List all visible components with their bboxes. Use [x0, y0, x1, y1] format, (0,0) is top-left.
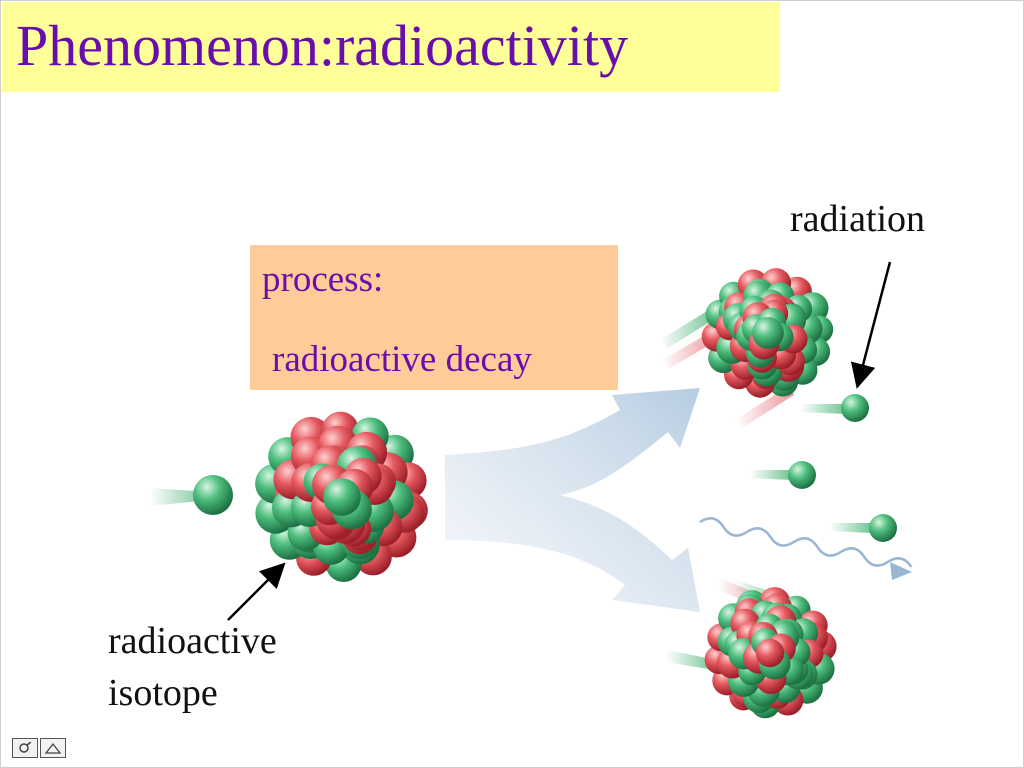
- incoming-neutron: [150, 475, 233, 515]
- emitted-neutron-3: [830, 514, 897, 542]
- emitted-neutron-1: [800, 394, 869, 422]
- split-arrow: [445, 388, 700, 612]
- parent-nucleus: [255, 412, 428, 582]
- radiation-label: radiation: [790, 196, 925, 242]
- process-label: process:: [262, 258, 383, 302]
- isotope-label-line2: isotope: [108, 670, 218, 716]
- isotope-pointer-arrow: [228, 566, 282, 620]
- radiation-pointer-arrow: [858, 262, 890, 384]
- pen-icon[interactable]: [12, 738, 38, 758]
- emitted-neutron-2: [750, 461, 816, 489]
- neutron-sphere: [752, 317, 784, 349]
- slide-nav-controls: [12, 738, 68, 760]
- proton-sphere: [756, 639, 784, 667]
- triangle-icon[interactable]: [40, 738, 66, 758]
- neutron-sphere: [323, 478, 361, 516]
- process-name: radioactive decay: [272, 338, 532, 382]
- isotope-label-line1: radioactive: [108, 618, 277, 664]
